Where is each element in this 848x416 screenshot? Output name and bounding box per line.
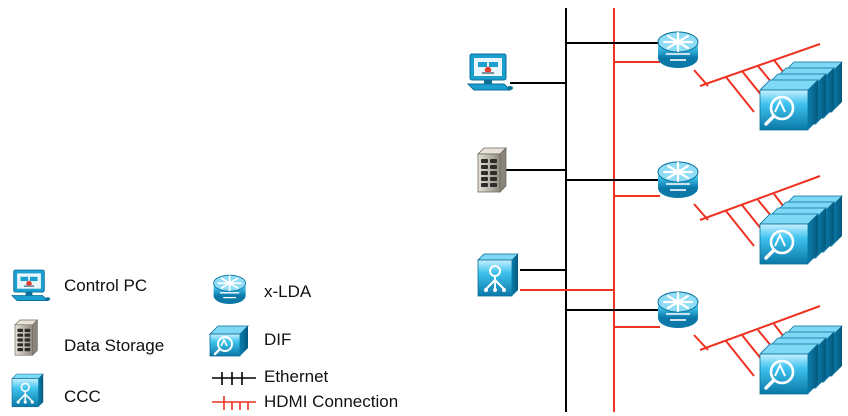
xlda-icon-1: [656, 30, 700, 70]
ethernet-line-icon: [212, 372, 256, 385]
dif-stack-3: [758, 324, 844, 396]
xlda-group-3: [656, 290, 844, 396]
data-storage-icon: [477, 147, 507, 193]
hdmi-line-icon: [212, 396, 256, 410]
ccc-icon: [477, 253, 519, 297]
legend-label-hdmi: HDMI Connection: [264, 392, 399, 411]
xlda-icon-2: [656, 160, 700, 200]
legend: [11, 269, 256, 410]
legend-label-data-storage: Data Storage: [64, 336, 165, 355]
dif-stack-1: [758, 60, 844, 132]
legend-xlda-icon: [212, 274, 247, 305]
legend-label-xlda: x-LDA: [264, 282, 312, 301]
dif-stack-2: [758, 194, 844, 266]
legend-label-ethernet: Ethernet: [264, 367, 329, 386]
xlda-icon-3: [656, 290, 700, 330]
xlda-group-2: [656, 160, 844, 266]
legend-ccc-icon: [11, 373, 44, 408]
legend-label-dif: DIF: [264, 330, 292, 349]
legend-data-storage-icon: [14, 319, 38, 356]
control-pc-icon: [467, 53, 514, 91]
legend-dif-icon: [208, 324, 250, 358]
legend-label-control-pc: Control PC: [64, 276, 148, 295]
xlda-group-1: [656, 30, 844, 132]
legend-control-pc-icon: [11, 269, 51, 302]
legend-label-ccc: CCC: [64, 387, 101, 406]
